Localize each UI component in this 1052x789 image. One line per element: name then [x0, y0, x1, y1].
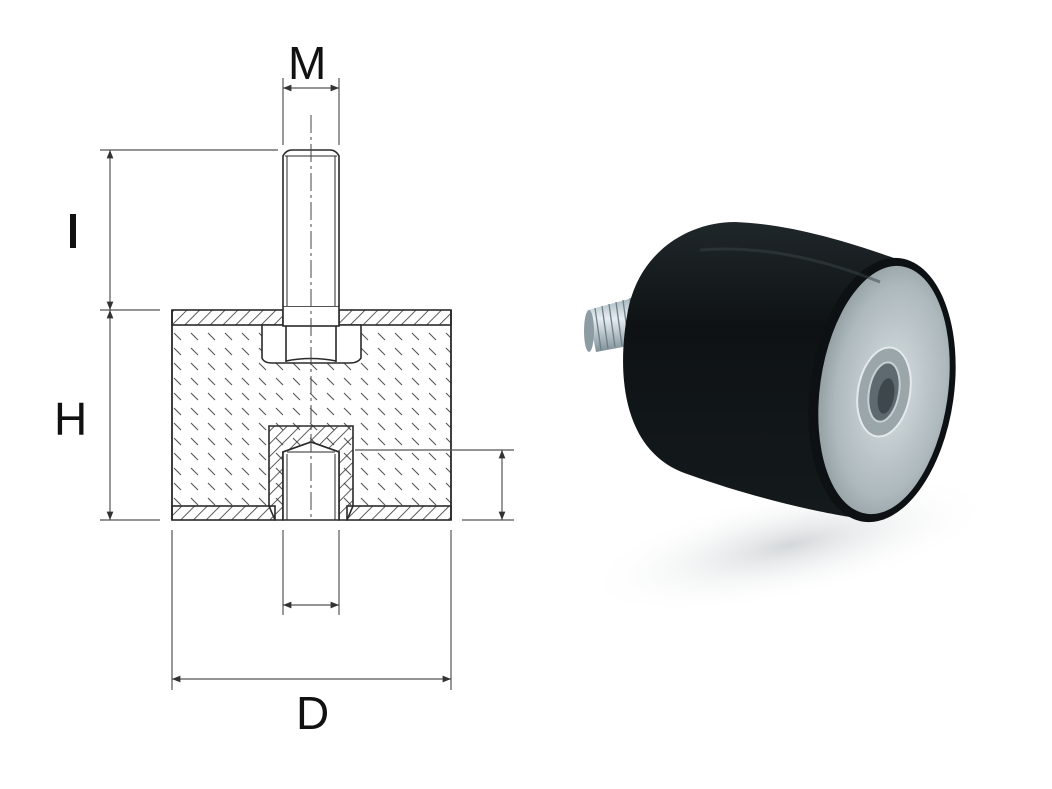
label-h: H: [54, 393, 88, 445]
dimension-female-thread: [282, 530, 340, 615]
label-m: M: [288, 37, 327, 89]
dimension-m: [282, 78, 340, 145]
label-l: l: [70, 210, 82, 248]
product-photo: [584, 222, 996, 615]
photo-threaded-insert: [856, 346, 912, 438]
dimension-insert-depth: [355, 449, 514, 521]
dimension-l: [100, 149, 278, 311]
top-plate-section: [171, 309, 452, 326]
label-l-glyph: [70, 214, 76, 248]
hex-head: [261, 324, 362, 364]
label-d: D: [296, 687, 330, 739]
dimension-h: [100, 310, 160, 521]
dimension-d: [171, 530, 452, 690]
